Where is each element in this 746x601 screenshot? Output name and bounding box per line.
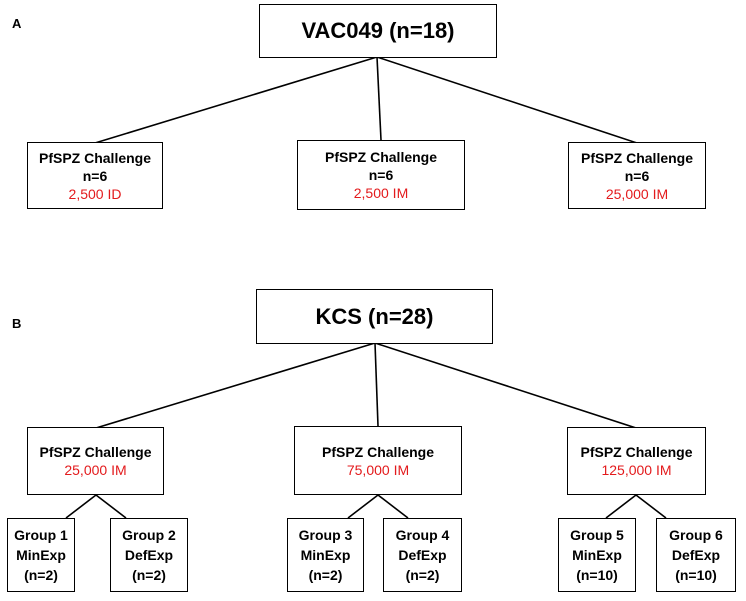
group-name: Group 6 <box>669 527 723 543</box>
group-type: DefExp <box>671 547 721 563</box>
challenge-node-a2: PfSPZ Challenge n=6 2,500 IM <box>297 140 465 210</box>
group-count: (n=2) <box>24 567 58 583</box>
node-title: PfSPZ Challenge <box>38 149 152 166</box>
edge-b-child2-group3 <box>347 494 379 519</box>
edge-b-child1-group2 <box>95 494 127 519</box>
group-node-6: Group 6 DefExp (n=10) <box>656 518 736 592</box>
node-title: PfSPZ Challenge <box>580 149 694 166</box>
group-name: Group 4 <box>395 527 450 543</box>
node-title: PfSPZ Challenge <box>580 444 693 460</box>
group-node-4: Group 4 DefExp (n=2) <box>383 518 462 592</box>
node-dose: 2,500 ID <box>68 185 122 202</box>
group-node-3: Group 3 MinExp (n=2) <box>287 518 364 592</box>
group-name: Group 3 <box>298 527 353 543</box>
node-title: PfSPZ Challenge <box>39 444 152 460</box>
challenge-node-b1: PfSPZ Challenge 25,000 IM <box>27 427 164 495</box>
group-type: MinExp <box>572 547 622 563</box>
group-count: (n=10) <box>576 567 618 583</box>
group-name: Group 2 <box>122 527 176 543</box>
panel-label-a: A <box>12 16 22 31</box>
challenge-node-a1: PfSPZ Challenge n=6 2,500 ID <box>27 142 163 209</box>
group-name: Group 1 <box>14 527 68 543</box>
group-type: DefExp <box>124 547 174 563</box>
node-dose: 125,000 IM <box>601 462 672 478</box>
group-count: (n=10) <box>675 567 717 583</box>
edge-a-root-child3 <box>376 56 638 144</box>
node-dose: 2,500 IM <box>353 185 409 201</box>
node-dose: 25,000 IM <box>64 462 127 478</box>
node-count: n=6 <box>368 167 394 183</box>
group-node-5: Group 5 MinExp (n=10) <box>558 518 636 592</box>
challenge-node-b2: PfSPZ Challenge 75,000 IM <box>294 426 462 495</box>
node-title: PfSPZ Challenge <box>324 149 438 165</box>
root-node-label: KCS (n=28) <box>315 303 434 329</box>
group-name: Group 5 <box>570 527 624 543</box>
edge-b-child1-group1 <box>65 494 97 519</box>
group-node-2: Group 2 DefExp (n=2) <box>110 518 188 592</box>
node-count: n=6 <box>82 167 108 184</box>
group-count: (n=2) <box>132 567 166 583</box>
edge-b-child2-group4 <box>377 494 409 519</box>
root-node-label: VAC049 (n=18) <box>301 18 455 43</box>
group-count: (n=2) <box>308 567 343 583</box>
group-count: (n=2) <box>405 567 440 583</box>
root-node-vac049: VAC049 (n=18) <box>259 4 497 58</box>
group-node-1: Group 1 MinExp (n=2) <box>7 518 75 592</box>
edge-b-root-child3 <box>374 342 637 429</box>
node-dose: 75,000 IM <box>346 461 410 478</box>
edge-b-child3-group6 <box>635 494 667 519</box>
group-type: MinExp <box>300 547 351 563</box>
challenge-node-b3: PfSPZ Challenge 125,000 IM <box>567 427 706 495</box>
edge-b-child3-group5 <box>605 494 637 519</box>
edge-a-root-child1 <box>94 56 378 144</box>
edge-b-root-child1 <box>95 342 376 429</box>
group-type: MinExp <box>16 547 66 563</box>
group-type: DefExp <box>398 547 447 563</box>
challenge-node-a3: PfSPZ Challenge n=6 25,000 IM <box>568 142 706 209</box>
edge-a-root-child2 <box>376 56 382 141</box>
node-dose: 25,000 IM <box>605 185 669 202</box>
panel-label-b: B <box>12 316 22 331</box>
node-title: PfSPZ Challenge <box>321 443 435 460</box>
root-node-kcs: KCS (n=28) <box>256 289 493 344</box>
edge-b-root-child2 <box>374 342 379 427</box>
node-count: n=6 <box>624 167 650 184</box>
